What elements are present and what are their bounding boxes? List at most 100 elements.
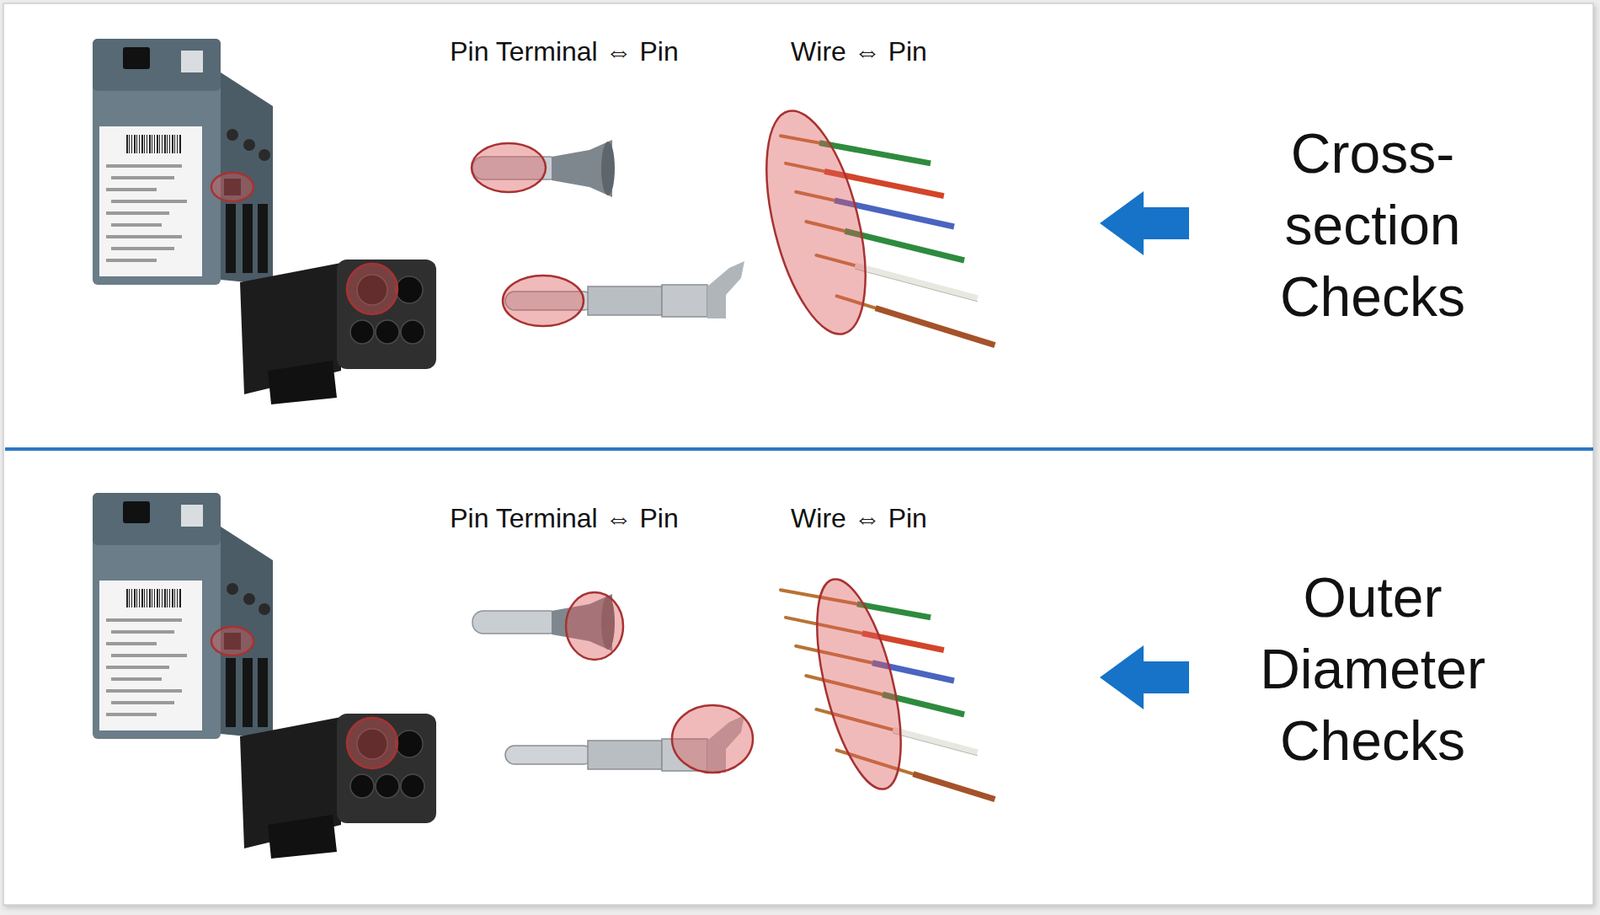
connector-latch xyxy=(267,814,337,859)
wire-edge xyxy=(854,268,977,302)
column-heading: Wire ⇔ Pin xyxy=(790,35,928,68)
barcode-bar xyxy=(149,588,151,608)
breaker-top xyxy=(92,38,221,91)
panel-illustration xyxy=(92,492,1190,859)
label-print xyxy=(106,234,182,239)
slide-frame xyxy=(3,3,1594,905)
barcode-bar xyxy=(164,134,166,154)
barcode-bar xyxy=(131,588,133,608)
highlight-circle xyxy=(346,717,398,768)
label-print xyxy=(106,187,157,192)
barcode-bar xyxy=(151,588,153,608)
breaker-switch xyxy=(122,47,150,70)
barcode-bar xyxy=(176,588,178,608)
barcode-bar xyxy=(169,588,171,608)
barcode-bar xyxy=(128,134,130,154)
label-print xyxy=(111,700,175,704)
terminal-screw xyxy=(226,582,239,595)
barcode-bar xyxy=(133,588,136,608)
barcode-bar xyxy=(146,134,148,154)
barcode-bar xyxy=(156,588,159,608)
contact-pin xyxy=(505,745,593,764)
label-print xyxy=(106,618,182,622)
barcode-bar xyxy=(171,134,174,154)
highlight-ellipse xyxy=(211,626,254,656)
barcode-bar xyxy=(136,588,138,608)
barcode-bar xyxy=(138,134,140,154)
barcode-bar xyxy=(149,134,151,154)
connector-cavity xyxy=(400,773,425,798)
highlight-ellipse xyxy=(747,101,886,344)
ferrule xyxy=(471,139,615,198)
section-title: Outer Diameter Checks xyxy=(1221,561,1525,777)
barcode-bar xyxy=(156,134,159,154)
connector-cavity xyxy=(400,320,425,344)
barcode-bar xyxy=(161,588,163,608)
column-heading: Pin Terminal ⇔ Pin xyxy=(449,35,679,68)
circuit-breaker xyxy=(92,492,273,739)
barcode-bar xyxy=(166,588,168,608)
divider-line xyxy=(5,447,1594,451)
barcode-bar xyxy=(179,134,182,154)
wire-edge xyxy=(892,732,978,756)
barcode-bar xyxy=(159,588,160,608)
wire-insulation xyxy=(854,265,977,299)
barcode-bar xyxy=(136,134,138,154)
barcode-bar xyxy=(179,588,182,608)
barcode-bar xyxy=(131,134,133,154)
connector-housing xyxy=(240,259,437,405)
barcode-bar xyxy=(128,588,130,608)
breaker-body xyxy=(92,492,221,739)
barcode-bar xyxy=(151,134,153,154)
connector-latch xyxy=(267,360,337,405)
connector-cavity xyxy=(375,320,400,344)
terminal-screw xyxy=(258,602,271,615)
breaker-label xyxy=(99,126,203,277)
label-print xyxy=(106,211,170,215)
barcode-bar xyxy=(144,588,145,608)
crimp-contact xyxy=(505,704,753,773)
connector-cavity xyxy=(395,276,423,304)
wire-insulation xyxy=(913,773,996,800)
connector-cavity xyxy=(350,773,374,798)
barcode-bar xyxy=(171,588,174,608)
column-heading: Wire ⇔ Pin xyxy=(790,501,928,534)
terminal-slot xyxy=(257,203,268,273)
label-print xyxy=(111,176,175,180)
connector-cavity xyxy=(395,730,423,758)
breaker-qr xyxy=(181,50,203,73)
barcode-bar xyxy=(164,588,166,608)
terminal-slot xyxy=(225,203,236,273)
barcode-bar xyxy=(126,588,128,608)
terminal-slot xyxy=(225,657,236,727)
label-print xyxy=(106,688,182,693)
breaker-label xyxy=(99,580,203,731)
breaker-body xyxy=(92,38,221,285)
barcode-bar xyxy=(141,134,144,154)
section-title: Cross-section Checks xyxy=(1221,117,1525,333)
barcode-bar xyxy=(154,588,155,608)
terminal-screw xyxy=(258,149,271,161)
barcode-bar xyxy=(166,134,168,154)
circuit-breaker xyxy=(92,38,273,285)
pointer-arrow xyxy=(1099,645,1190,710)
contact-crimp xyxy=(661,284,708,317)
connector-cavity xyxy=(375,773,400,798)
highlight-ellipse xyxy=(672,704,753,773)
pointer-arrow xyxy=(1099,191,1190,256)
highlight-ellipse xyxy=(211,172,254,202)
label-print xyxy=(111,246,175,251)
highlight-ellipse xyxy=(471,143,546,192)
barcode-bar xyxy=(146,588,148,608)
barcode-bar xyxy=(141,588,144,608)
ferrule xyxy=(472,592,624,660)
highlight-ellipse xyxy=(800,570,918,797)
barcode-bar xyxy=(144,134,145,154)
label-print xyxy=(111,653,187,657)
wire-insulation xyxy=(875,308,996,346)
breaker-top xyxy=(92,492,221,545)
label-print xyxy=(106,258,157,262)
contact-body xyxy=(587,286,662,315)
barcode-bar xyxy=(133,134,136,154)
